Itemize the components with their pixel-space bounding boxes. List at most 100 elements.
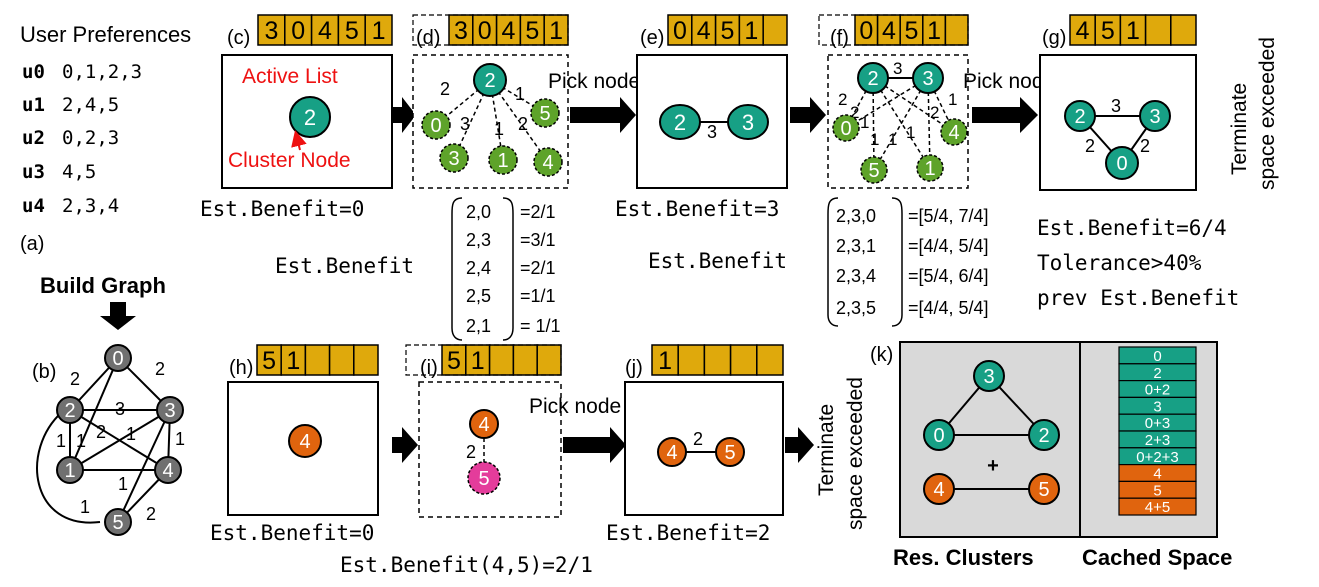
graph-b-node-0: 0 xyxy=(112,348,123,370)
label-j: (j) xyxy=(625,357,643,379)
list-cell-label: 4 xyxy=(697,17,711,45)
user-u4-prefs: 2,3,4 xyxy=(62,195,119,217)
list-cell xyxy=(762,14,788,46)
cache-block-label: 3 xyxy=(1153,398,1161,415)
benefit-h: Est.Benefit=0 xyxy=(210,521,374,545)
benefit-g-line1: Est.Benefit=6/4 xyxy=(1037,216,1227,240)
weight-label: 2 xyxy=(838,90,847,109)
list-cell-label: 3 xyxy=(454,17,468,45)
cache-block xyxy=(1118,497,1197,516)
down-arrow-icon xyxy=(100,302,136,330)
list-cell-label: 5 xyxy=(447,347,461,375)
panel-g-node: 0 xyxy=(1116,153,1127,175)
graph-b-node-2: 2 xyxy=(64,400,75,422)
panel-f-neighbor: 4 xyxy=(948,122,959,144)
panel-h: (h) 4 Est.Benefit=0 xyxy=(210,357,379,545)
weight-label: 1 xyxy=(56,431,66,451)
cache-block-label: 5 xyxy=(1153,482,1161,499)
benefit-table-f: Est.Benefit 2,3,0 =[5/4, 7/4] 2,3,1 =[4/… xyxy=(648,197,989,327)
cache-block-label: 0+2 xyxy=(1145,382,1170,399)
weight-label: 3 xyxy=(115,399,125,419)
list-cell-label: 1 xyxy=(286,347,300,375)
list-cell xyxy=(257,14,286,46)
table-key: 2,0 xyxy=(466,202,491,222)
user-u0-label: u0 xyxy=(22,61,45,83)
list-cell xyxy=(677,344,706,376)
list-cell xyxy=(488,344,515,376)
weight-label: 1 xyxy=(80,497,90,517)
list-cell-label: 5 xyxy=(1101,17,1115,45)
cache-block-label: 0 xyxy=(1153,348,1161,365)
panel-g-node: 2 xyxy=(1074,106,1085,128)
panel-j-node: 5 xyxy=(724,442,735,464)
list-cell-label: 5 xyxy=(262,347,276,375)
user-u4-label: u4 xyxy=(22,195,45,217)
cluster-node: 0 xyxy=(933,425,944,447)
cluster-node: 3 xyxy=(983,366,994,388)
res-clusters-label: Res. Clusters xyxy=(893,545,1034,570)
list-cell-label: 5 xyxy=(525,17,539,45)
benefit-j: Est.Benefit=2 xyxy=(606,521,770,545)
panel-j: (j) 2 4 5 Est.Benefit=2 xyxy=(606,357,784,545)
weight-label: 2 xyxy=(70,369,80,389)
list-cell-label: 4 xyxy=(1076,17,1090,45)
weight-label: 2 xyxy=(850,103,859,122)
panel-j-node: 4 xyxy=(666,442,677,464)
list-cell-label: 1 xyxy=(1126,17,1140,45)
list-cell xyxy=(337,14,366,46)
list-cell-label: 0 xyxy=(673,17,687,45)
cluster-node: 5 xyxy=(1038,479,1049,501)
panel-i: (i) 2 4 5 Pick node 5 Est.Benefit(4,5)=2… xyxy=(340,357,639,577)
terminate-line1: Terminate xyxy=(815,404,838,496)
weight-label: 2 xyxy=(693,429,703,449)
weight-label: 2 xyxy=(96,422,106,442)
table-value: =[5/4, 6/4] xyxy=(908,266,989,286)
table-key: 2,3,0 xyxy=(836,206,876,226)
list-cell xyxy=(1144,14,1172,46)
list-cell xyxy=(756,344,784,376)
label-k: (k) xyxy=(870,344,893,366)
list-cell-label: 5 xyxy=(905,17,919,45)
list-cell xyxy=(1170,14,1197,46)
weight-label: 1 xyxy=(126,424,136,444)
list-cell-label: 4 xyxy=(882,17,896,45)
panel-f: (f) 3 2 2 1 1 1 2 1 1 2 3 xyxy=(827,27,969,189)
panel-i-node: 5 xyxy=(478,468,489,490)
list-cell xyxy=(304,344,331,376)
user-u1-prefs: 2,4,5 xyxy=(62,94,119,116)
list-cell-label: 1 xyxy=(658,347,672,375)
right-arrow-icon xyxy=(790,97,826,133)
panel-d-node: 1 xyxy=(497,150,508,172)
table-key: 2,3,5 xyxy=(836,298,876,318)
panel-d-node: 5 xyxy=(539,103,550,125)
pick-node-5: Pick node 5 xyxy=(529,395,639,418)
label-e: (e) xyxy=(640,27,664,49)
table-key: 2,3,1 xyxy=(836,236,876,256)
right-arrow-icon xyxy=(563,427,626,463)
list-dashed-frame xyxy=(818,14,969,46)
list-cell xyxy=(1069,14,1096,46)
cache-block-label: 0+2+3 xyxy=(1136,449,1179,466)
weight-label: 1 xyxy=(515,84,525,104)
right-arrow-icon xyxy=(785,427,814,463)
table-value: =2/1 xyxy=(520,202,556,222)
label-g: (g) xyxy=(1042,27,1066,49)
right-arrow-icon xyxy=(392,427,418,463)
pick-node-3: Pick node 3 xyxy=(548,70,658,93)
weight-label: 1 xyxy=(76,431,86,451)
table-value: =[5/4, 7/4] xyxy=(908,206,989,226)
user-u0-prefs: 0,1,2,3 xyxy=(62,61,142,83)
plus-sign: + xyxy=(987,455,999,477)
benefit-g-line2: Tolerance>40% xyxy=(1037,251,1202,275)
graph-b-node-5: 5 xyxy=(112,512,123,534)
weight-label: 2 xyxy=(440,79,450,99)
label-b: (b) xyxy=(32,361,56,383)
list-cell xyxy=(310,14,340,46)
panel-e-node: 3 xyxy=(742,110,754,135)
table-value: =[4/4, 5/4] xyxy=(908,236,989,256)
panel-c-node: 2 xyxy=(304,105,316,130)
list-cell xyxy=(353,344,379,376)
list-cell-label: 0 xyxy=(478,17,492,45)
